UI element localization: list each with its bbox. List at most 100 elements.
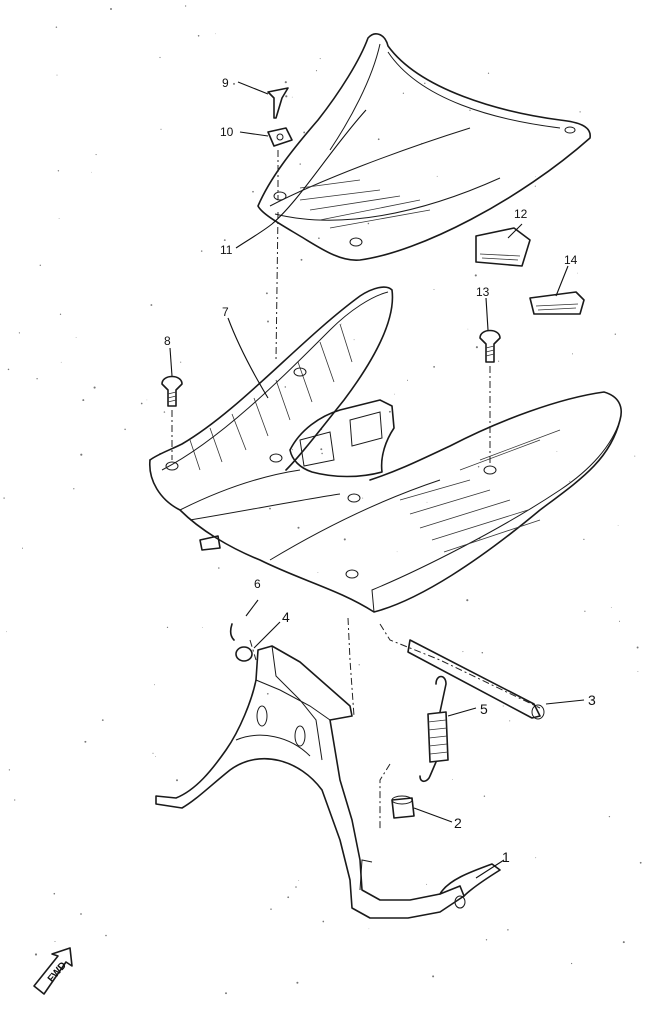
scan-speck (267, 320, 269, 323)
scan-speck (93, 386, 96, 389)
scan-speck (318, 237, 320, 239)
scan-speck (39, 264, 41, 266)
scan-speck (200, 250, 203, 252)
scan-speck (215, 33, 216, 35)
scan-speck (223, 239, 226, 241)
part-14-strip (529, 291, 585, 315)
callout-8: 8 (164, 334, 171, 348)
scan-speck (426, 501, 428, 503)
scan-speck (110, 8, 112, 10)
scan-speck (368, 928, 370, 930)
scan-speck (218, 567, 220, 569)
scan-speck (377, 138, 380, 141)
scan-speck (341, 323, 343, 325)
scan-speck (53, 892, 56, 895)
scan-speck (424, 82, 426, 85)
callout-13: 13 (476, 285, 490, 299)
scan-speck (140, 402, 143, 405)
scan-speck (394, 393, 395, 395)
scan-speck (636, 646, 639, 649)
callout-5: 5 (480, 701, 488, 717)
part-10-nut (267, 127, 293, 147)
scan-speck (303, 131, 306, 134)
scan-speck (60, 361, 62, 363)
scan-speck (367, 222, 370, 225)
scan-noise (3, 5, 642, 995)
scan-speck (569, 480, 571, 482)
scan-speck (570, 962, 573, 965)
scan-speck (105, 934, 107, 937)
scan-speck (433, 366, 435, 368)
callout-12: 12 (514, 207, 528, 221)
scan-speck (622, 941, 625, 944)
scan-speck (155, 756, 156, 757)
scan-speck (535, 176, 536, 177)
scan-speck (201, 627, 203, 629)
scan-speck (608, 815, 611, 818)
scan-speck (432, 975, 435, 978)
scan-speck (584, 610, 586, 612)
scan-speck (535, 857, 537, 859)
scan-speck (233, 82, 235, 85)
scan-speck (583, 538, 585, 541)
callout-6: 6 (254, 577, 261, 591)
scan-speck (291, 96, 293, 98)
fwd-arrow-icon: FWD (33, 947, 73, 995)
scan-speck (184, 5, 187, 7)
callout-labels: 9 10 11 12 14 13 7 8 6 4 5 3 2 1 (164, 76, 596, 865)
scan-speck (406, 379, 409, 381)
scan-speck (166, 626, 169, 629)
scan-speck (572, 353, 573, 355)
scan-speck (82, 399, 85, 402)
assembly-lines (171, 150, 541, 830)
callout-14: 14 (564, 253, 578, 267)
scan-speck (285, 95, 288, 98)
scan-speck (284, 81, 287, 84)
scan-speck (433, 289, 435, 291)
callout-4: 4 (282, 609, 290, 625)
scan-speck (509, 720, 511, 722)
scan-speck (319, 58, 321, 60)
scan-speck (270, 908, 272, 910)
part-6-clip (229, 623, 235, 641)
scan-speck (498, 360, 500, 362)
scan-speck (353, 339, 355, 341)
scan-speck (298, 880, 300, 881)
scan-speck (317, 572, 319, 573)
scan-speck (469, 109, 471, 111)
scan-speck (466, 599, 469, 602)
scan-speck (160, 128, 162, 130)
scan-speck (176, 779, 178, 782)
scan-speck (617, 525, 619, 526)
scan-speck (80, 453, 83, 456)
scan-speck (452, 779, 453, 780)
callout-3: 3 (588, 692, 596, 708)
scan-speck (73, 488, 75, 490)
scan-speck (21, 547, 24, 549)
scan-speck (475, 346, 478, 349)
scan-speck (343, 538, 346, 541)
scan-speck (618, 620, 621, 622)
scan-speck (534, 185, 536, 187)
scan-speck (163, 411, 166, 413)
scan-speck (396, 551, 398, 553)
scan-speck (146, 399, 148, 401)
scan-speck (426, 883, 428, 885)
scan-speck (80, 913, 82, 915)
scan-speck (14, 799, 16, 801)
scan-speck (634, 455, 636, 457)
scan-speck (402, 92, 405, 94)
part-3-rod (407, 639, 545, 720)
scan-speck (639, 861, 642, 864)
scan-speck (58, 218, 60, 220)
scan-speck (84, 740, 87, 743)
callout-1: 1 (502, 849, 510, 865)
scan-speck (54, 941, 56, 942)
callout-10: 10 (220, 125, 234, 139)
part-7-floor-panel (149, 286, 622, 613)
scan-speck (487, 72, 490, 74)
scan-speck (266, 692, 269, 695)
part-2-collar (391, 795, 415, 819)
scan-speck (153, 684, 155, 686)
